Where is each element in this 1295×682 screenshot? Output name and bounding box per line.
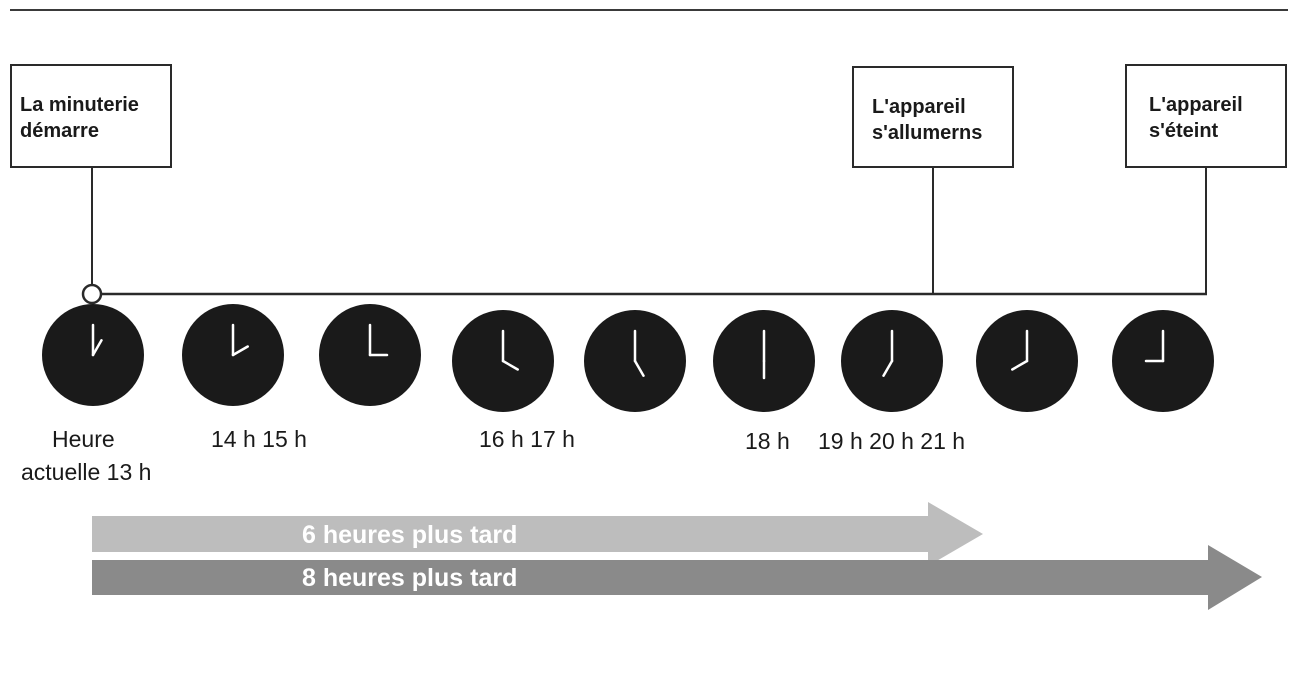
clock-17h (584, 310, 686, 412)
current-time-label-line2: actuelle 13 h (21, 459, 152, 485)
current-time-label-line1: Heure (52, 426, 115, 452)
hour-hand (1011, 359, 1029, 371)
device-off-line1: L'appareil (1149, 94, 1243, 116)
clock-21h (1112, 310, 1214, 412)
clock-18h (713, 310, 815, 412)
time-label-14-15: 14 h 15 h (211, 426, 307, 452)
clock-14h (182, 304, 284, 406)
time-label-16-17: 16 h 17 h (479, 426, 575, 452)
device-off-line2: s'éteint (1149, 120, 1219, 142)
hour-hand (633, 359, 645, 377)
top-rule (10, 9, 1288, 11)
timer-start-box: La minuterie démarre (10, 64, 172, 168)
device-on-line1: L'appareil (872, 96, 966, 118)
hour-hand (501, 359, 519, 371)
clock-16h (452, 310, 554, 412)
connectors (81, 168, 1207, 305)
device-on-line2: s'allumerns (872, 122, 983, 144)
device-on-box: L'appareil s'allumerns (852, 66, 1014, 168)
clock-19h (841, 310, 943, 412)
clocks (42, 304, 1214, 412)
hour-hand (882, 359, 894, 377)
time-label-19-21: 19 h 20 h 21 h (818, 428, 966, 454)
six-hours-label: 6 heures plus tard (302, 521, 517, 549)
clock-20h (976, 310, 1078, 412)
hour-hand (231, 345, 249, 357)
timer-start-line2: démarre (20, 120, 99, 142)
device-off-box: L'appareil s'éteint (1125, 64, 1287, 168)
hour-hand (91, 339, 103, 357)
eight-hours-arrow (92, 545, 1262, 610)
clock-13h (42, 304, 144, 406)
start-marker (81, 283, 103, 305)
six-hours-arrow (92, 502, 983, 566)
eight-hours-label: 8 heures plus tard (302, 564, 517, 592)
duration-arrows: 6 heures plus tard 8 heures plus tard (92, 502, 1262, 610)
clock-15h (319, 304, 421, 406)
time-label-18: 18 h (745, 428, 790, 454)
timer-start-line1: La minuterie (20, 94, 139, 116)
